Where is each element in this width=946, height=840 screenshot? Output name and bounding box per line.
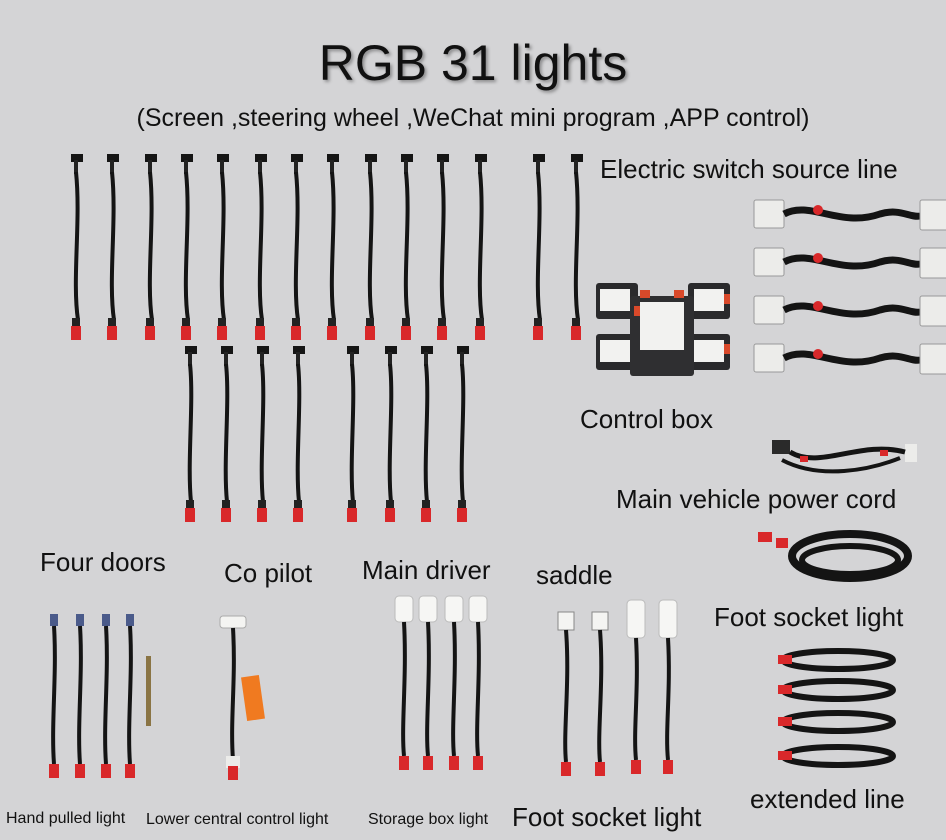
label-saddle: saddle [536,560,613,590]
label-hand-pulled-light: Hand pulled light [6,810,126,827]
label-main-vehicle-power-cord: Main vehicle power cord [616,484,897,514]
led-strip-cable-icon [183,344,471,524]
label-storage-box-light: Storage box light [368,811,489,828]
led-strip-cable-icon [69,152,585,342]
label-foot-socket-light-bottom: Foot socket light [512,802,702,832]
led-bulb-icon [394,595,488,770]
power-cord-icon [758,530,912,582]
power-cord-icon [772,440,917,474]
switch-source-line-icon [754,200,946,374]
label-four-doors: Four doors [40,547,166,577]
page-subtitle: (Screen ,steering wheel ,WeChat mini pro… [136,104,810,132]
led-bulb-icon [557,599,678,776]
label-control-box: Control box [580,404,713,434]
led-bulb-icon [219,615,265,780]
label-lower-central-control-light: Lower central control light [146,811,329,828]
extension-cable-icon [778,651,893,765]
label-extended-line: extended line [750,784,905,814]
label-electric-switch-source-line: Electric switch source line [600,154,898,184]
led-bulb-icon [49,614,151,778]
control-box-icon [596,283,730,376]
label-co-pilot: Co pilot [224,558,313,588]
label-main-driver: Main driver [362,555,491,585]
label-foot-socket-light-right: Foot socket light [714,602,904,632]
page-title: RGB 31 lights [318,35,628,91]
